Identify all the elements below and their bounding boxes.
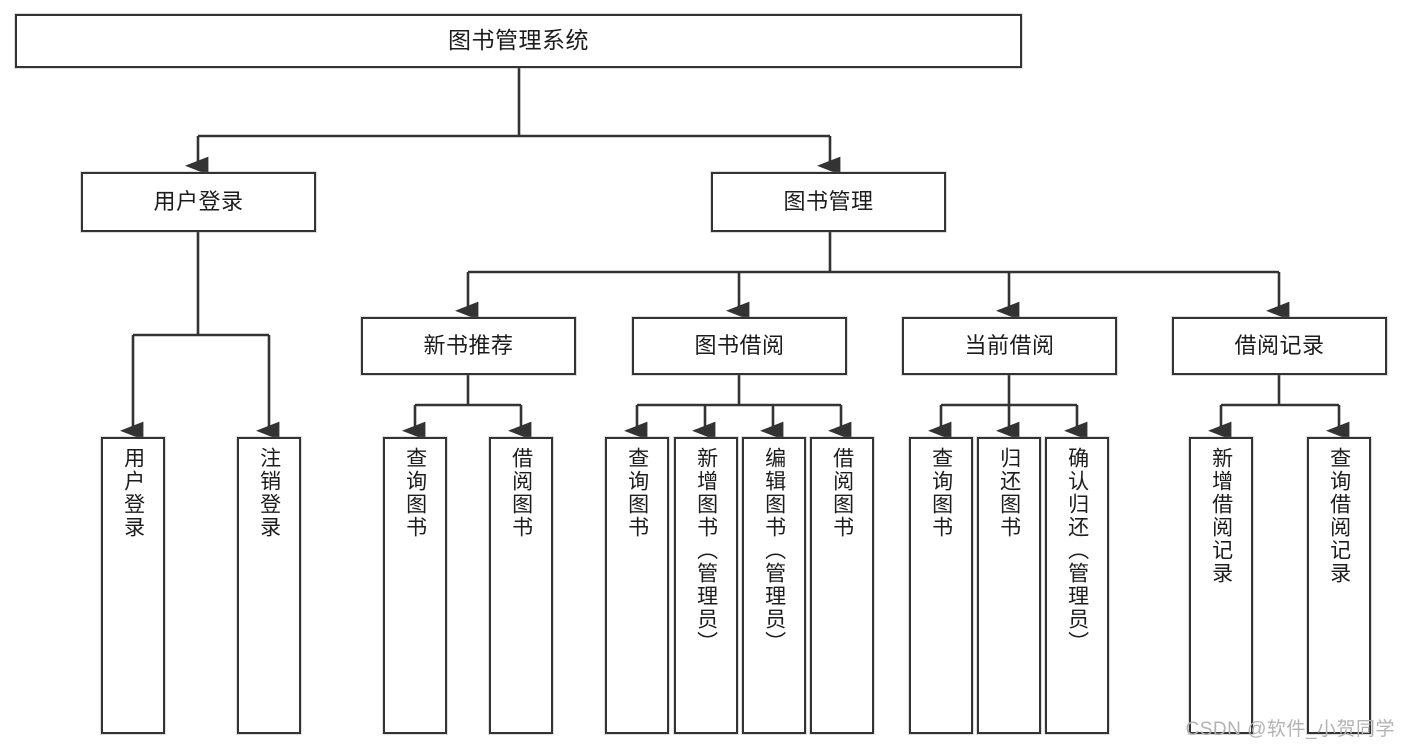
- node-borrow-record[interactable]: 借阅记录: [1172, 317, 1387, 375]
- node-leaf-borrow-book-1[interactable]: 借阅图书: [489, 437, 553, 734]
- node-current-borrow[interactable]: 当前借阅: [902, 317, 1117, 375]
- node-leaf-edit-book-label: 编辑图书（管理员）: [762, 447, 786, 654]
- node-leaf-query-record[interactable]: 查询借阅记录: [1307, 437, 1371, 734]
- node-leaf-logout-label: 注销登录: [257, 447, 281, 539]
- node-leaf-add-record-label: 新增借阅记录: [1209, 447, 1233, 585]
- node-root-label: 图书管理系统: [448, 27, 589, 54]
- node-leaf-query-book-2[interactable]: 查询图书: [605, 437, 669, 734]
- node-borrow-record-label: 借阅记录: [1234, 333, 1325, 359]
- node-leaf-user-login-label: 用户登录: [121, 447, 145, 539]
- node-leaf-return-book-label: 归还图书: [997, 447, 1021, 539]
- node-leaf-user-login[interactable]: 用户登录: [101, 437, 165, 734]
- node-leaf-query-book-3[interactable]: 查询图书: [909, 437, 973, 734]
- node-user-login[interactable]: 用户登录: [81, 172, 316, 232]
- watermark: CSDN @软件_小贺同学: [1185, 719, 1395, 740]
- node-leaf-query-book-1[interactable]: 查询图书: [383, 437, 447, 734]
- node-leaf-borrow-book-2[interactable]: 借阅图书: [810, 437, 874, 734]
- node-leaf-borrow-book-2-label: 借阅图书: [830, 447, 854, 539]
- node-leaf-add-book[interactable]: 新增图书（管理员）: [674, 437, 738, 734]
- node-current-borrow-label: 当前借阅: [964, 333, 1055, 359]
- node-leaf-add-record[interactable]: 新增借阅记录: [1189, 437, 1253, 734]
- node-book-borrow-label: 图书借阅: [694, 333, 785, 359]
- node-leaf-add-book-label: 新增图书（管理员）: [694, 447, 718, 654]
- node-user-login-label: 用户登录: [153, 189, 244, 215]
- node-leaf-return-book[interactable]: 归还图书: [977, 437, 1041, 734]
- node-book-manage-label: 图书管理: [783, 189, 874, 215]
- node-leaf-query-record-label: 查询借阅记录: [1327, 447, 1351, 585]
- node-leaf-edit-book[interactable]: 编辑图书（管理员）: [742, 437, 806, 734]
- node-leaf-confirm-return-label: 确认归还（管理员）: [1065, 447, 1089, 654]
- node-leaf-borrow-book-1-label: 借阅图书: [509, 447, 533, 539]
- node-leaf-logout[interactable]: 注销登录: [237, 437, 301, 734]
- node-new-book-recommend-label: 新书推荐: [423, 333, 514, 359]
- node-leaf-query-book-2-label: 查询图书: [625, 447, 649, 539]
- node-leaf-confirm-return[interactable]: 确认归还（管理员）: [1045, 437, 1109, 734]
- node-book-borrow[interactable]: 图书借阅: [632, 317, 847, 375]
- node-leaf-query-book-1-label: 查询图书: [403, 447, 427, 539]
- node-root[interactable]: 图书管理系统: [15, 14, 1022, 68]
- node-book-manage[interactable]: 图书管理: [711, 172, 946, 232]
- node-leaf-query-book-3-label: 查询图书: [929, 447, 953, 539]
- node-new-book-recommend[interactable]: 新书推荐: [361, 317, 576, 375]
